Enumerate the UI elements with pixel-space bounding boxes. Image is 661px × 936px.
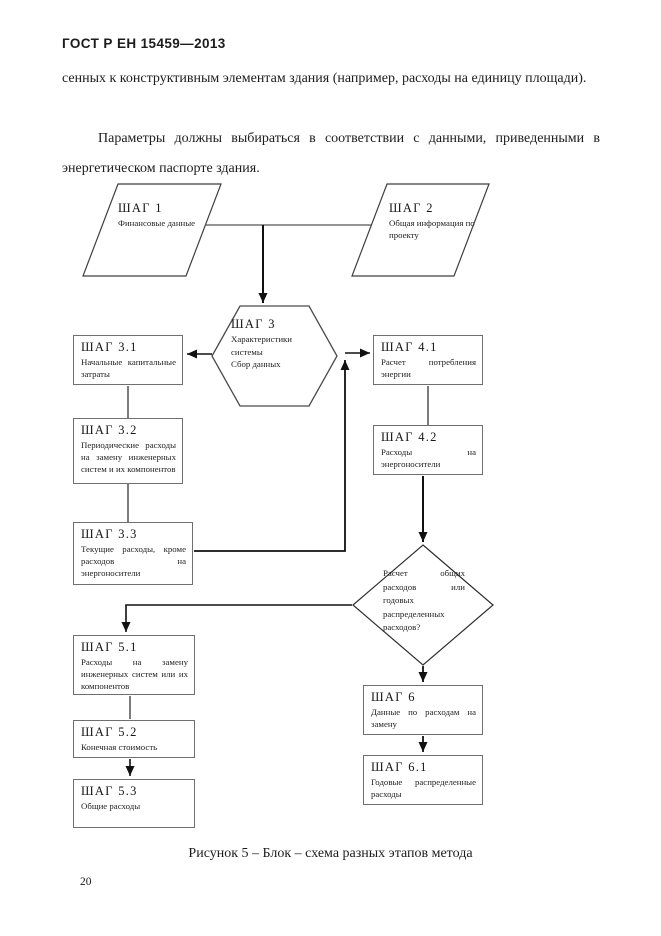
flowchart-node-step6: ШАГ 6 Данные по расходам на замену	[363, 685, 483, 735]
flowchart-node-step5-1: ШАГ 5.1 Расходы на замену инженерных сис…	[73, 635, 195, 695]
node-desc: Годовые распределенные расходы	[371, 777, 476, 799]
flowchart-node-step3-2: ШАГ 3.2 Периодические расходы на замену …	[73, 418, 183, 484]
node-desc: Общие расходы	[81, 801, 141, 811]
node-desc: Данные по расходам на замену	[371, 707, 476, 729]
flowchart-node-step5-3: ШАГ 5.3 Общие расходы	[73, 779, 195, 828]
node-desc: Характеристики системы Сбор данных	[231, 334, 293, 369]
document-header: ГОСТ Р ЕН 15459—2013	[62, 36, 226, 51]
node-title: ШАГ 3.2	[81, 423, 138, 437]
node-title: ШАГ 4.2	[381, 430, 438, 444]
flowchart-node-step6-1: ШАГ 6.1 Годовые распределенные расходы	[363, 755, 483, 805]
flowchart-node-step3: ШАГ 3 Характеристики системы Сбор данных	[231, 316, 319, 371]
body-paragraph-1: сенных к конструктивным элементам здания…	[62, 71, 587, 86]
node-title: ШАГ 2	[389, 201, 434, 215]
node-title: ШАГ 4.1	[381, 340, 438, 354]
figure-caption: Рисунок 5 – Блок – схема разных этапов м…	[188, 846, 473, 861]
node-title: ШАГ 3.1	[81, 340, 138, 354]
flowchart-node-step4-1: ШАГ 4.1 Расчет потребления энергии	[373, 335, 483, 385]
flowchart-node-step3-1: ШАГ 3.1 Начальные капитальные затраты	[73, 335, 183, 385]
node-title: ШАГ 5.1	[81, 640, 138, 654]
step2-parallelogram-shape	[351, 183, 490, 277]
step1-parallelogram-shape	[82, 183, 222, 277]
node-title: ШАГ 3.3	[81, 527, 138, 541]
flowchart-node-step2: ШАГ 2 Общая информация по проекту	[389, 200, 481, 241]
node-desc: Расходы на энергоносители	[381, 447, 476, 469]
node-desc: Текущие расходы, кроме расходов на энерг…	[81, 544, 186, 578]
flowchart-node-step1: ШАГ 1 Финансовые данные	[118, 200, 200, 229]
node-desc: Начальные капитальные затраты	[81, 357, 176, 379]
node-title: ШАГ 3	[231, 317, 276, 331]
decision-diamond-shape	[352, 544, 494, 666]
page-number: 20	[80, 876, 92, 888]
node-title: ШАГ 5.3	[81, 784, 138, 798]
node-desc: Общая информация по проекту	[389, 218, 475, 240]
node-desc: Периодические расходы на замену инженерн…	[81, 440, 176, 474]
node-title: ШАГ 6.1	[371, 760, 428, 774]
node-desc: Финансовые данные	[118, 218, 196, 228]
node-desc: Расчет потребления энергии	[381, 357, 476, 379]
node-title: ШАГ 6	[371, 690, 416, 704]
node-desc: Расходы на замену инженерных систем или …	[81, 657, 188, 691]
node-title: ШАГ 5.2	[81, 725, 138, 739]
node-title: ШАГ 1	[118, 201, 163, 215]
flowchart-connectors	[121, 224, 429, 776]
body-paragraph-2: Параметры должны выбираться в соответств…	[62, 131, 600, 176]
step3-hexagon-shape	[211, 305, 338, 407]
flowchart-node-step3-3: ШАГ 3.3 Текущие расходы, кроме расходов …	[73, 522, 193, 585]
flowchart-node-step4-2: ШАГ 4.2 Расходы на энергоносители	[373, 425, 483, 475]
flowchart-node-step5-2: ШАГ 5.2 Конечная стоимость	[73, 720, 195, 758]
flowchart-node-decision: Расчет общих расходов или годовых распре…	[383, 568, 465, 632]
node-desc: Конечная стоимость	[81, 742, 158, 752]
